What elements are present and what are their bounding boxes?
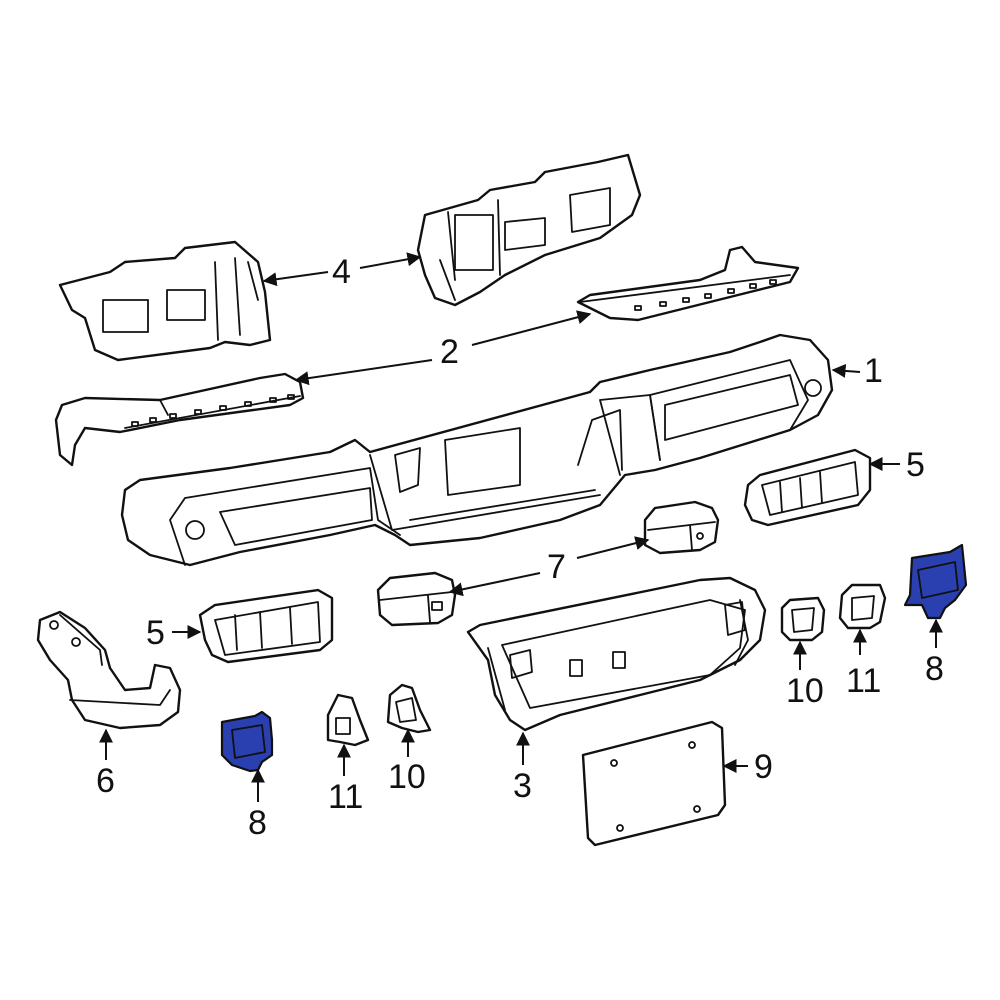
callout-7: 7 (547, 548, 566, 586)
callout-5b: 5 (146, 614, 165, 652)
reinforcement-right (576, 245, 800, 322)
callout-4: 4 (332, 253, 351, 291)
bracket-10-left (386, 683, 432, 734)
sensor-housing-right (643, 500, 720, 555)
callout-11b: 11 (328, 778, 363, 816)
sensor-housing-left (376, 571, 457, 627)
bezel-left (198, 588, 334, 664)
callout-11a: 11 (846, 662, 881, 700)
bezel-10-right (780, 596, 826, 642)
callout-2: 2 (440, 333, 459, 371)
rear-bumper (120, 333, 834, 567)
bezel-right (743, 448, 872, 527)
leader-lines (99, 252, 943, 802)
bumper-bracket-left (58, 240, 272, 362)
callout-3: 3 (513, 767, 532, 805)
bracket-11-left (326, 693, 370, 747)
reinforcement-left (54, 372, 305, 467)
callout-6: 6 (96, 762, 115, 800)
callout-1: 1 (864, 352, 883, 390)
bezel-11-right (838, 583, 887, 630)
callout-10b: 10 (388, 758, 426, 796)
callout-5a: 5 (906, 446, 925, 484)
callout-8b: 8 (925, 650, 944, 688)
callout-9: 9 (754, 748, 773, 786)
tow-hook (36, 610, 182, 730)
trim-cover-right (903, 543, 968, 620)
trim-cover-left (220, 710, 274, 773)
license-plate (581, 720, 727, 847)
callout-8a: 8 (248, 804, 267, 842)
callout-10a: 10 (786, 672, 824, 710)
bumper-bracket-right (416, 153, 642, 307)
lower-valance (466, 576, 767, 732)
